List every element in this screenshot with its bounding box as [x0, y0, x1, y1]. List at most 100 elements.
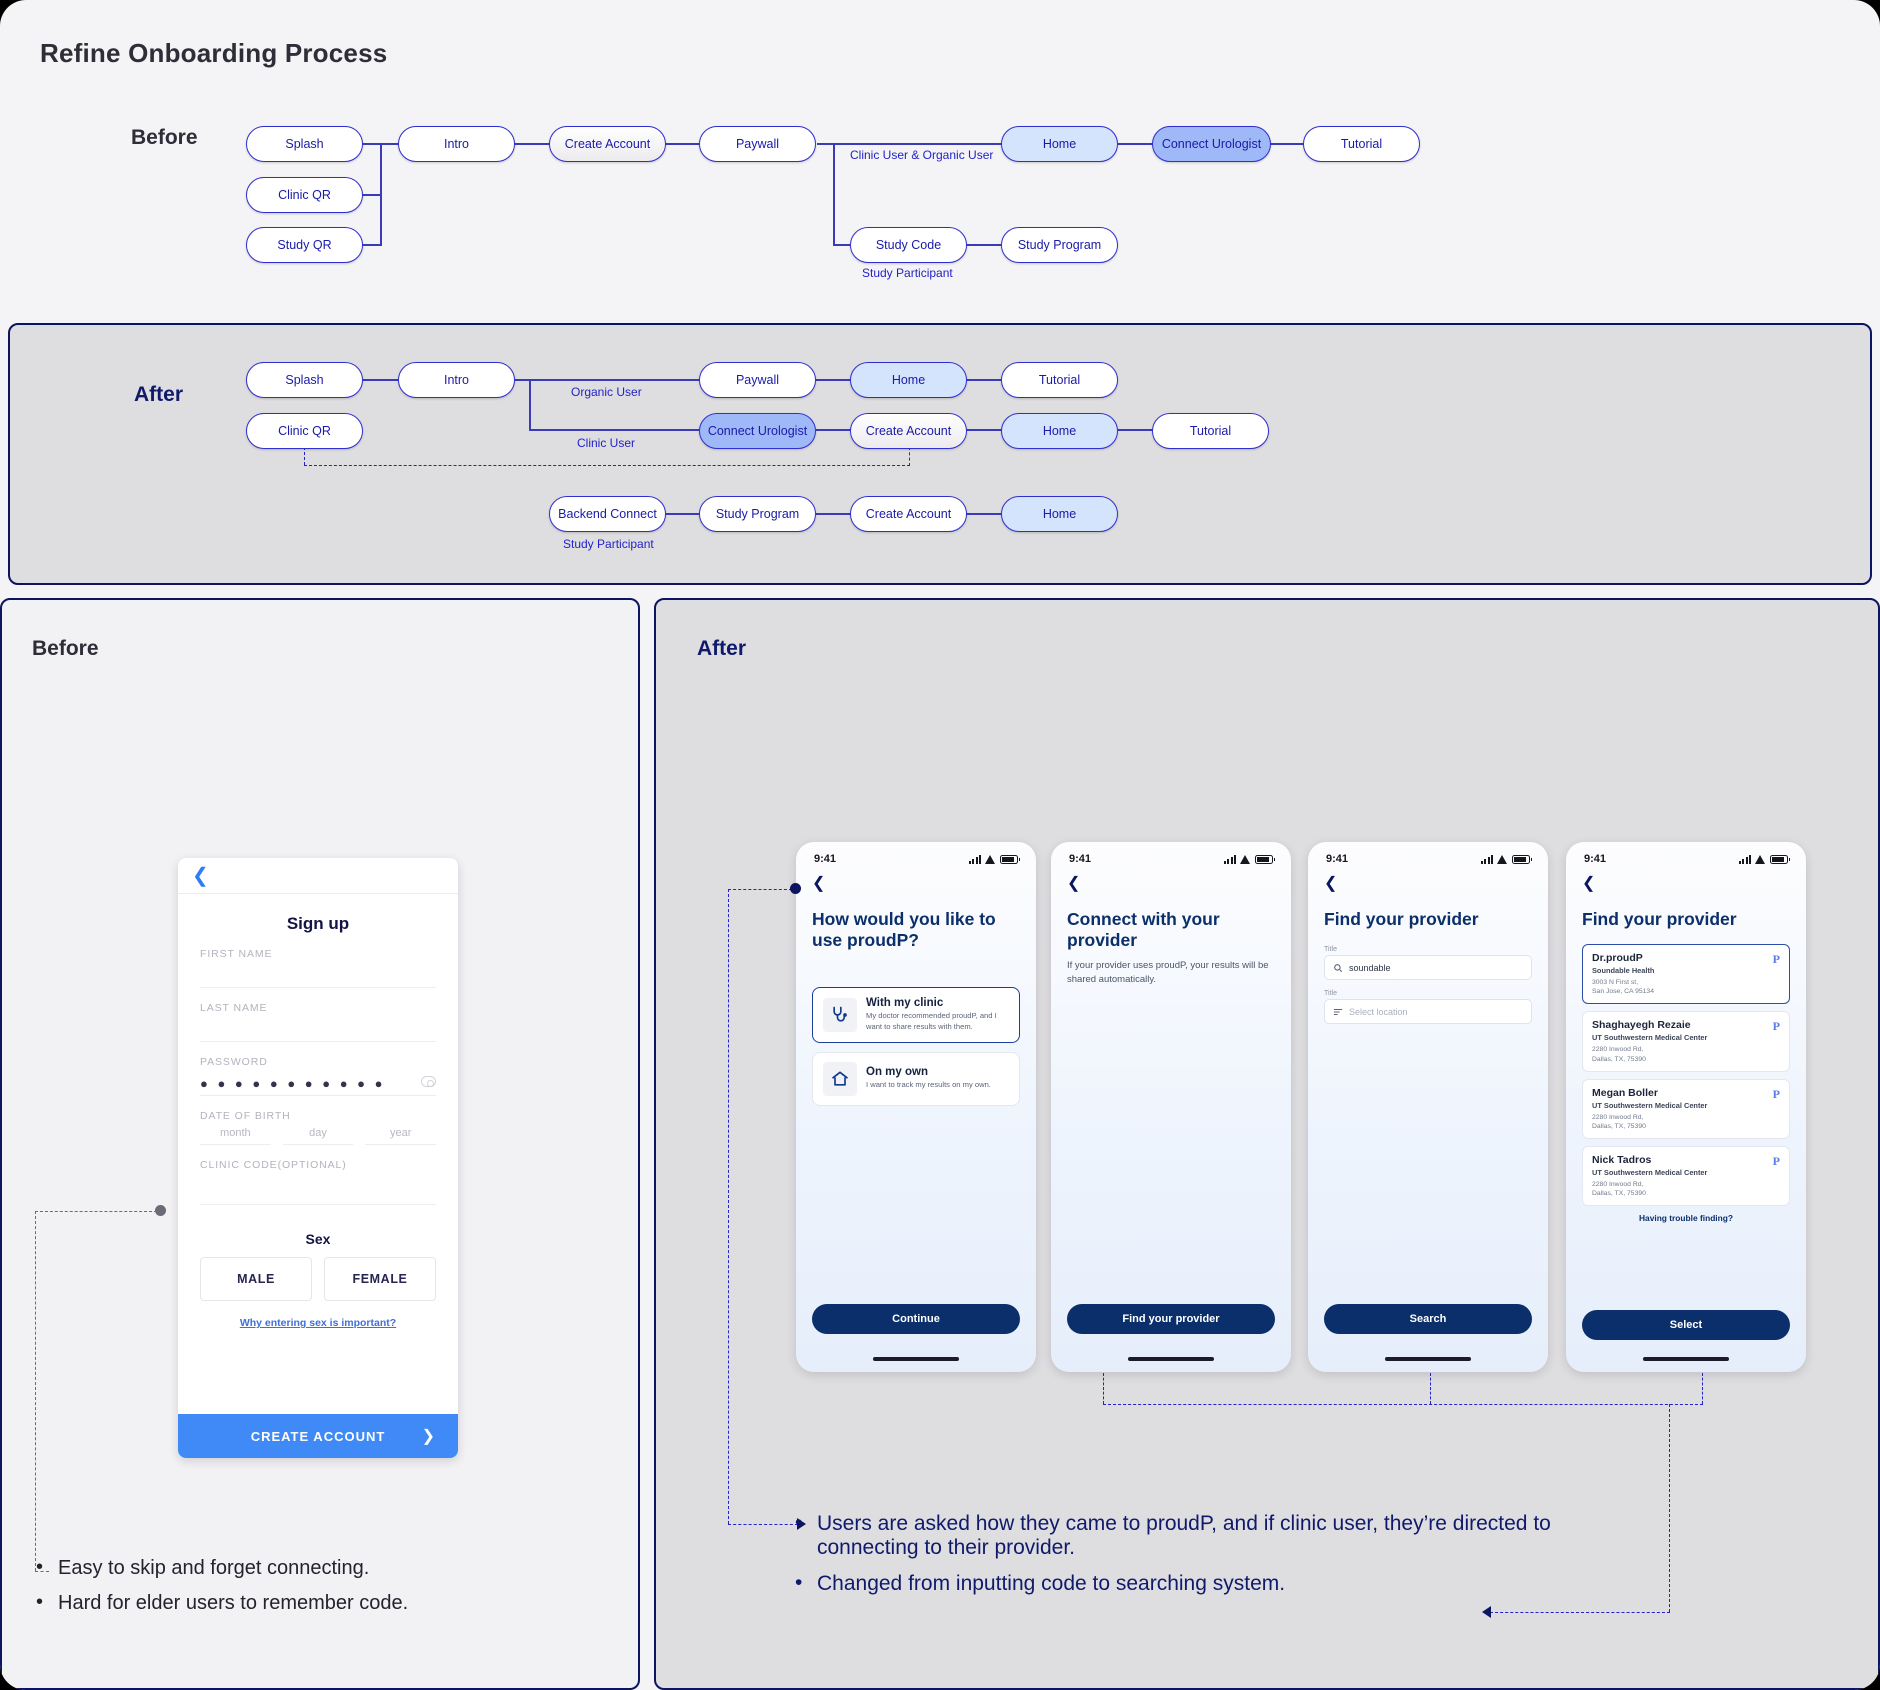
date-of-birth-inputs[interactable]: month day year [200, 1122, 437, 1145]
flow-node-create-account-1[interactable]: Create Account [850, 413, 967, 449]
page-heading: Connect with your provider [1067, 909, 1220, 950]
flow-node-create-account[interactable]: Create Account [549, 126, 666, 162]
flow-node-clinic-qr[interactable]: Clinic QR [246, 413, 363, 449]
dob-month-input[interactable]: month [200, 1122, 271, 1145]
chevron-left-icon[interactable]: ❮ [1067, 875, 1081, 892]
last-name-field[interactable]: LAST NAME [200, 988, 436, 1042]
dob-day-input[interactable]: day [282, 1122, 354, 1145]
flow-node-intro[interactable]: Intro [398, 362, 515, 398]
edge [663, 513, 699, 515]
option-on-my-own[interactable]: On my own I want to track my results on … [812, 1051, 1020, 1106]
flow-node-tutorial-1[interactable]: Tutorial [1001, 362, 1118, 398]
flow-edge-label-organic-user: Organic User [571, 385, 642, 399]
flow-node-intro[interactable]: Intro [398, 126, 515, 162]
dashed-connector [1103, 1373, 1104, 1404]
edge [966, 429, 1002, 431]
password-input[interactable]: ● ● ● ● ● ● ● ● ● ● ● [200, 1068, 436, 1096]
option-title: On my own [866, 1066, 928, 1079]
option-with-my-clinic[interactable]: With my clinic My doctor recommended pro… [812, 987, 1020, 1043]
continue-button[interactable]: Continue [812, 1304, 1020, 1334]
flow-node-home[interactable]: Home [1001, 126, 1118, 162]
flow-node-paywall[interactable]: Paywall [699, 126, 816, 162]
dob-year-input[interactable]: year [365, 1122, 437, 1145]
edge [362, 379, 403, 381]
chevron-right-icon: ❯ [421, 1428, 436, 1445]
password-label: PASSWORD [200, 1056, 268, 1068]
phone-signup-before: ❮ Sign up FIRST NAME LAST NAME PASSWORD … [178, 858, 458, 1458]
flow-node-backend-connect[interactable]: Backend Connect [549, 496, 666, 532]
flow-node-study-code[interactable]: Study Code [850, 227, 967, 263]
sex-option-male[interactable]: MALE [200, 1257, 312, 1301]
battery-icon [1000, 854, 1020, 864]
flow-node-splash[interactable]: Splash [246, 126, 363, 162]
edge [833, 244, 858, 246]
wifi-icon [1240, 854, 1251, 864]
trouble-finding-link[interactable]: Having trouble finding? [1639, 1213, 1733, 1224]
proudp-logo-icon: P [1772, 952, 1780, 966]
signal-icon [968, 854, 981, 864]
first-name-input[interactable] [200, 960, 436, 988]
phone-find-provider-results: 9:41 ❮ Find your provider Dr.proudP Soun… [1566, 842, 1806, 1372]
flow-node-clinic-qr[interactable]: Clinic QR [246, 177, 363, 213]
flow-node-connect-urologist[interactable]: Connect Urologist [1152, 126, 1271, 162]
last-name-input[interactable] [200, 1014, 436, 1042]
sex-option-female[interactable]: FEMALE [324, 1257, 436, 1301]
wifi-icon [1755, 854, 1766, 864]
edge [529, 429, 699, 431]
edge [1118, 429, 1154, 431]
flow-node-home-2[interactable]: Home [1001, 413, 1118, 449]
flow-node-study-program[interactable]: Study Program [1001, 227, 1118, 263]
location-select[interactable]: Select location [1324, 999, 1532, 1024]
flow-node-splash[interactable]: Splash [246, 362, 363, 398]
provider-org: UT Southwestern Medical Center [1592, 1033, 1708, 1043]
list-item[interactable]: Dr.proudP Soundable Health 3003 N First … [1582, 944, 1790, 1005]
clinic-code-field[interactable]: CLINIC CODE(OPTIONAL) [200, 1145, 436, 1205]
page-heading: Find your provider [1582, 909, 1737, 929]
date-of-birth-field[interactable]: DATE OF BIRTH month day year [200, 1096, 437, 1145]
chevron-left-icon[interactable]: ❮ [1324, 875, 1338, 892]
edge [511, 143, 552, 145]
list-item[interactable]: Megan Boller UT Southwestern Medical Cen… [1582, 1078, 1790, 1140]
edge [833, 143, 835, 244]
provider-name: Dr.proudP [1592, 952, 1643, 964]
first-name-field[interactable]: FIRST NAME [200, 934, 436, 988]
why-sex-link[interactable]: Why entering sex is important? [239, 1317, 397, 1329]
create-account-button[interactable]: CREATE ACCOUNT ❯ [178, 1414, 458, 1458]
edge [1118, 143, 1154, 145]
search-input[interactable]: soundable [1324, 955, 1532, 980]
arrow-head-icon [797, 1518, 806, 1530]
find-your-provider-button[interactable]: Find your provider [1067, 1304, 1275, 1334]
select-button[interactable]: Select [1582, 1310, 1790, 1340]
flow-node-connect-urologist[interactable]: Connect Urologist [699, 413, 816, 449]
chevron-left-icon[interactable]: ❮ [812, 875, 826, 892]
provider-org: UT Southwestern Medical Center [1592, 1100, 1708, 1110]
list-item[interactable]: Shaghayegh Rezaie UT Southwestern Medica… [1582, 1011, 1790, 1072]
edge [966, 513, 1002, 515]
flow-node-tutorial-2[interactable]: Tutorial [1152, 413, 1269, 449]
home-indicator [1643, 1357, 1729, 1361]
flow-edge-label-clinic-user: Clinic User [577, 436, 636, 450]
password-field[interactable]: PASSWORD ● ● ● ● ● ● ● ● ● ● ● [200, 1042, 436, 1096]
flow-node-create-account-2[interactable]: Create Account [850, 496, 967, 532]
flow-node-tutorial[interactable]: Tutorial [1303, 126, 1420, 162]
flow-node-study-qr[interactable]: Study QR [246, 227, 363, 263]
clinic-code-input[interactable] [200, 1171, 436, 1205]
chevron-left-icon[interactable]: ❮ [192, 865, 209, 887]
dashed-connector [1702, 1373, 1703, 1404]
flow-node-home-1[interactable]: Home [850, 362, 967, 398]
edge [816, 513, 851, 515]
flow-node-paywall[interactable]: Paywall [699, 362, 816, 398]
battery-icon [1255, 854, 1275, 864]
chevron-left-icon[interactable]: ❮ [1582, 875, 1596, 892]
stethoscope-icon [823, 997, 857, 1032]
flow-node-study-program[interactable]: Study Program [699, 496, 816, 532]
search-button[interactable]: Search [1324, 1304, 1532, 1334]
list-item[interactable]: Nick Tadros UT Southwestern Medical Cent… [1582, 1146, 1790, 1207]
sex-title: Sex [305, 1231, 331, 1247]
flow-node-home-3[interactable]: Home [1001, 496, 1118, 532]
status-icons [1223, 854, 1275, 864]
dashed-edge [304, 465, 910, 466]
location-placeholder: Select location [1349, 1006, 1408, 1017]
status-time: 9:41 [1069, 853, 1092, 865]
eye-icon[interactable] [421, 1076, 436, 1087]
